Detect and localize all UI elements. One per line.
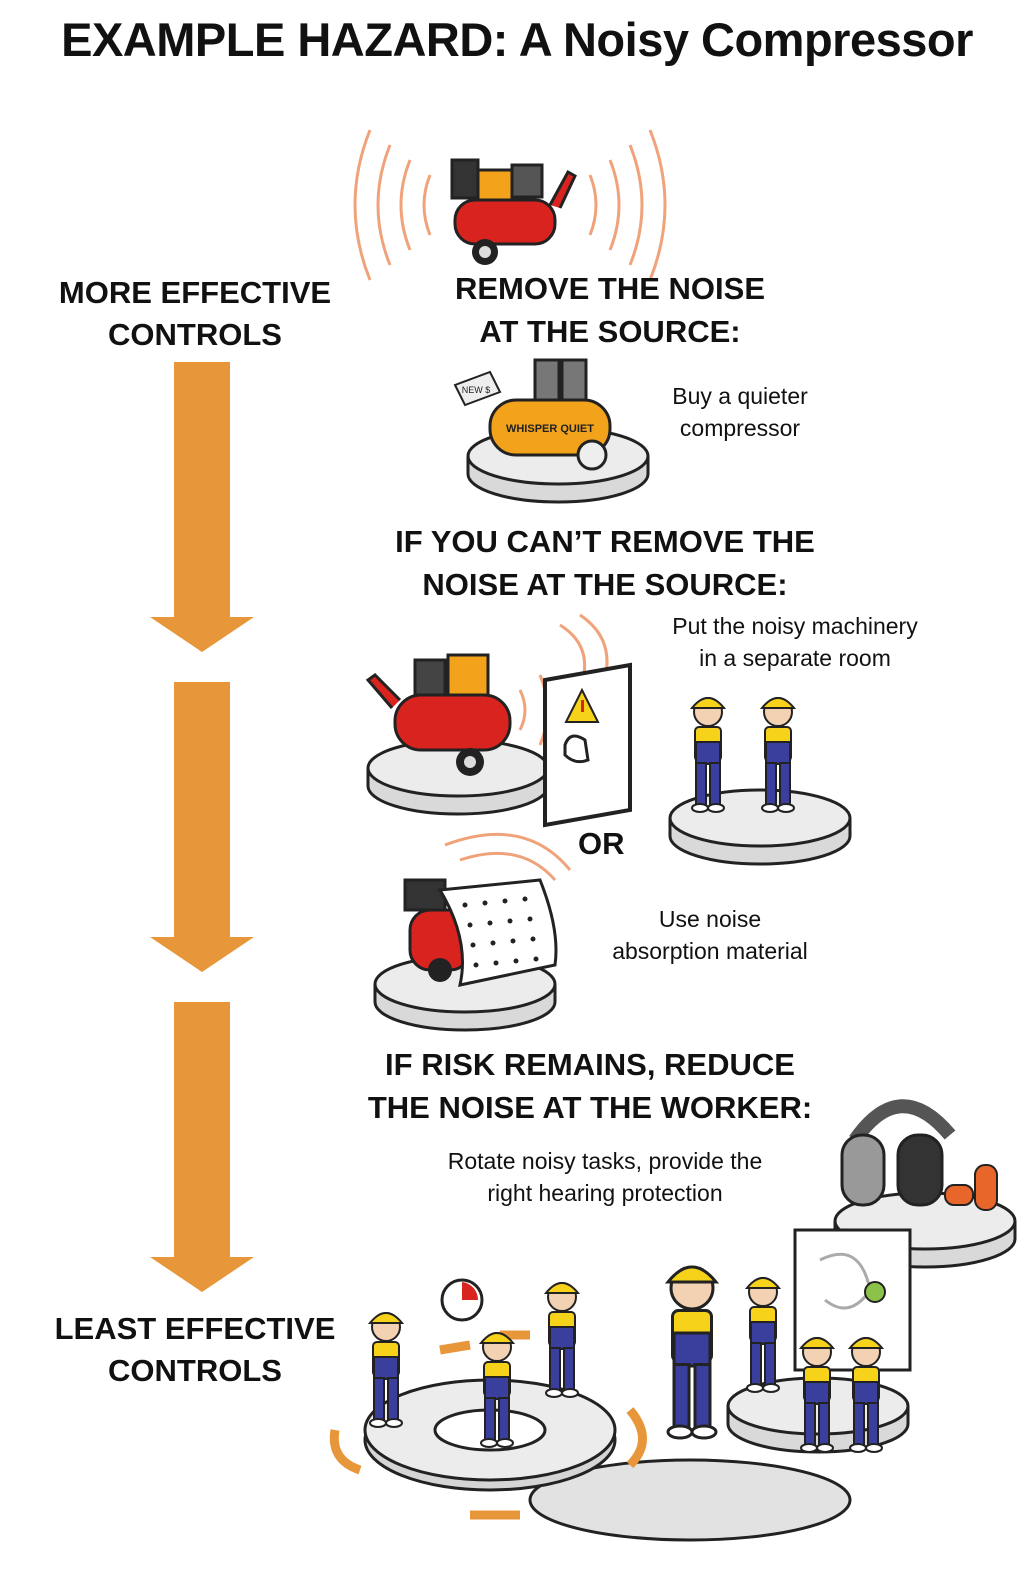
step-2b-caption-line-1: Use noise bbox=[658, 906, 762, 932]
more-effective-line-1: MORE EFFECTIVE bbox=[58, 275, 332, 310]
step-1-caption-line-1: Buy a quieter bbox=[672, 383, 808, 409]
least-effective-label: LEAST EFFECTIVE CONTROLS bbox=[40, 1308, 350, 1392]
least-effective-line-2: CONTROLS bbox=[108, 1353, 282, 1388]
more-effective-line-2: CONTROLS bbox=[108, 317, 282, 352]
step-3-caption: Rotate noisy tasks, provide the right he… bbox=[400, 1145, 810, 1209]
workers-in-safe-room bbox=[668, 697, 852, 866]
separate-room-icon bbox=[365, 613, 852, 866]
step-2b-caption-line-2: absorption material bbox=[612, 938, 808, 964]
arrow-segment-3 bbox=[150, 1002, 254, 1292]
effectiveness-arrow bbox=[150, 362, 254, 1292]
step-1-caption-line-2: compressor bbox=[679, 415, 801, 441]
step-1-heading: REMOVE THE NOISE AT THE SOURCE: bbox=[410, 267, 810, 353]
step-2-heading: IF YOU CAN’T REMOVE THE NOISE AT THE SOU… bbox=[350, 520, 860, 606]
step-2-heading-line-1: IF YOU CAN’T REMOVE THE bbox=[395, 524, 815, 559]
step-2-heading-line-2: NOISE AT THE SOURCE: bbox=[422, 567, 788, 602]
arrow-segment-1 bbox=[150, 362, 254, 652]
absorption-material-icon bbox=[373, 832, 572, 1032]
or-connector: OR bbox=[578, 826, 625, 861]
earplugs-icon bbox=[944, 1164, 998, 1211]
price-tag-icon: NEW $ bbox=[453, 370, 502, 407]
price-tag-label: NEW $ bbox=[462, 385, 491, 395]
arrow-segment-2 bbox=[150, 682, 254, 972]
brand-label: WHISPER QUIET bbox=[506, 423, 594, 435]
step-1-caption: Buy a quieter compressor bbox=[635, 380, 845, 444]
step-2b-caption: Use noise absorption material bbox=[580, 903, 840, 967]
training-platform bbox=[726, 1228, 912, 1454]
step-3-heading-line-2: THE NOISE AT THE WORKER: bbox=[367, 1090, 813, 1125]
page-title: EXAMPLE HAZARD: A Noisy Compressor bbox=[61, 13, 973, 66]
step-1-heading-line-2: AT THE SOURCE: bbox=[479, 314, 741, 349]
quiet-compressor-icon: WHISPER QUIET NEW $ bbox=[453, 358, 650, 504]
step-2a-caption: Put the noisy machinery in a separate ro… bbox=[640, 610, 950, 674]
more-effective-label: MORE EFFECTIVE CONTROLS bbox=[40, 272, 350, 356]
least-effective-line-1: LEAST EFFECTIVE bbox=[54, 1311, 336, 1346]
step-2a-caption-line-2: in a separate room bbox=[699, 645, 891, 671]
timer-icon bbox=[440, 1278, 484, 1322]
door-icon bbox=[543, 662, 632, 828]
step-1-heading-line-1: REMOVE THE NOISE bbox=[454, 271, 766, 306]
noisy-compressor-icon bbox=[353, 129, 667, 281]
hearing-protection-icon bbox=[833, 1099, 1017, 1269]
worker-rotation-scene bbox=[329, 1228, 912, 1542]
step-2a-caption-line-1: Put the noisy machinery bbox=[672, 613, 918, 639]
step-3-heading-line-1: IF RISK REMAINS, REDUCE bbox=[385, 1047, 795, 1082]
worker-large bbox=[666, 1265, 718, 1440]
step-3-heading: IF RISK REMAINS, REDUCE THE NOISE AT THE… bbox=[335, 1043, 845, 1129]
step-3-caption-line-1: Rotate noisy tasks, provide the bbox=[447, 1148, 763, 1174]
step-3-caption-line-2: right hearing protection bbox=[487, 1180, 723, 1206]
